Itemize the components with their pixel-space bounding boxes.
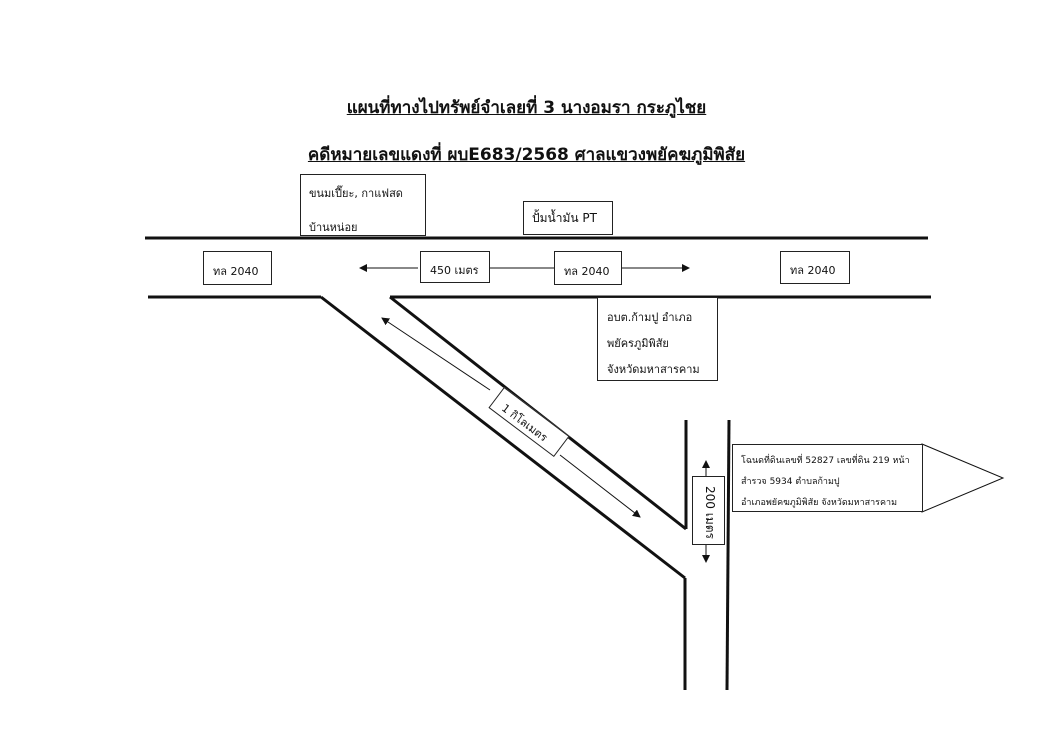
office-line2: พยัครภูมิพิสัย	[607, 337, 669, 350]
distance-450m-label: 450 เมตร	[430, 264, 479, 277]
land-deed-box: โฉนดที่ดินเลขที่ 52827 เลขที่ดิน 219 หน้…	[732, 444, 923, 512]
land-deed-line2: สำรวจ 5934 ตำบลก้ามปู	[741, 477, 840, 487]
road-label-text: ทล 2040	[790, 264, 836, 277]
landmark-gas-station-box: ปั้มน้ำมัน PT	[523, 201, 613, 235]
distance-200m-label: 200 เมตร	[703, 486, 717, 539]
road-label-text: ทล 2040	[564, 265, 610, 278]
road-label-text: ทล 2040	[213, 265, 259, 278]
office-line3: จังหวัดมหาสารคาม	[607, 363, 700, 376]
destination-pointer	[921, 443, 1005, 513]
landmark-shop-box: ขนมเปี๊ยะ, กาแฟสด บ้านหน่อย	[300, 174, 426, 236]
distance-450m-box: 450 เมตร	[420, 251, 490, 283]
side-road-left-edge	[320, 295, 686, 580]
office-line1: อบต.ก้ามปู อำเภอ	[607, 311, 693, 324]
arrow-1km-upper	[381, 317, 491, 391]
arrow-1km-lower	[559, 454, 641, 518]
case-number-title: คดีหมายเลขแดงที่ ผบE683/2568 ศาลแขวงพยัค…	[307, 145, 746, 165]
road-label-right: ทล 2040	[780, 251, 850, 284]
lane-right-edge	[725, 419, 731, 691]
distance-200m-box: 200 เมตร	[692, 476, 725, 545]
road-label-center: ทล 2040	[554, 251, 622, 285]
map-title: แผนที่ทางไปทรัพย์จำเลยที่ 3 นางอมรา กระภ…	[346, 98, 707, 118]
shop-place-label: บ้านหน่อย	[309, 221, 358, 234]
land-deed-line3: อำเภอพยัคฆภูมิพิสัย จังหวัดมหาสารคาม	[741, 498, 898, 508]
gas-station-label: ปั้มน้ำมัน PT	[532, 211, 597, 225]
office-box: อบต.ก้ามปู อำเภอ พยัครภูมิพิสัย จังหวัดม…	[597, 297, 718, 381]
land-deed-line1: โฉนดที่ดินเลขที่ 52827 เลขที่ดิน 219 หน้…	[741, 456, 910, 466]
road-label-left: ทล 2040	[203, 251, 272, 285]
shop-name-label: ขนมเปี๊ยะ, กาแฟสด	[309, 187, 403, 200]
